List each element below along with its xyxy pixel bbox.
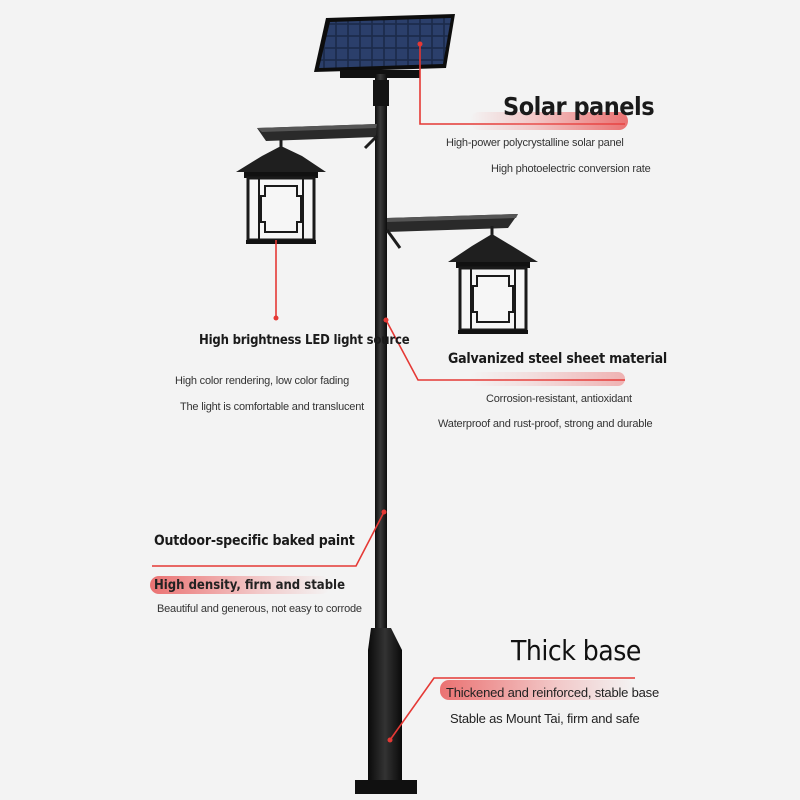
base-line2: Stable as Mount Tai, firm and safe [450, 711, 640, 726]
solar-title: Solar panels [503, 92, 655, 121]
right-lamp [385, 214, 538, 334]
solar-line2: High photoelectric conversion rate [491, 163, 651, 175]
base-title: Thick base [511, 634, 641, 667]
leader-paint [152, 511, 385, 567]
paint-line1: High density, firm and stable [154, 578, 346, 593]
paint-title: Outdoor-specific baked paint [154, 533, 355, 549]
led-line2: The light is comfortable and translucent [180, 401, 364, 413]
leader-base [389, 677, 635, 741]
steel-title: Galvanized steel sheet material [448, 351, 668, 367]
led-title: High brightness LED light source [199, 333, 410, 348]
base-line1: Thickened and reinforced, stable base [446, 685, 660, 700]
left-lamp [236, 124, 379, 244]
solar-panel [314, 14, 455, 78]
leader-steel [385, 319, 625, 381]
glow-solar [470, 112, 628, 130]
pole-base [355, 628, 417, 794]
led-line1: High color rendering, low color fading [175, 375, 349, 387]
glow-base [440, 680, 635, 700]
glow-paint [150, 576, 330, 594]
steel-line1: Corrosion-resistant, antioxidant [486, 393, 632, 405]
steel-line2: Waterproof and rust-proof, strong and du… [438, 418, 653, 430]
paint-line2: Beautiful and generous, not easy to corr… [157, 603, 362, 615]
solar-line1: High-power polycrystalline solar panel [446, 137, 624, 149]
pole [373, 74, 389, 634]
glow-steel [470, 372, 625, 386]
